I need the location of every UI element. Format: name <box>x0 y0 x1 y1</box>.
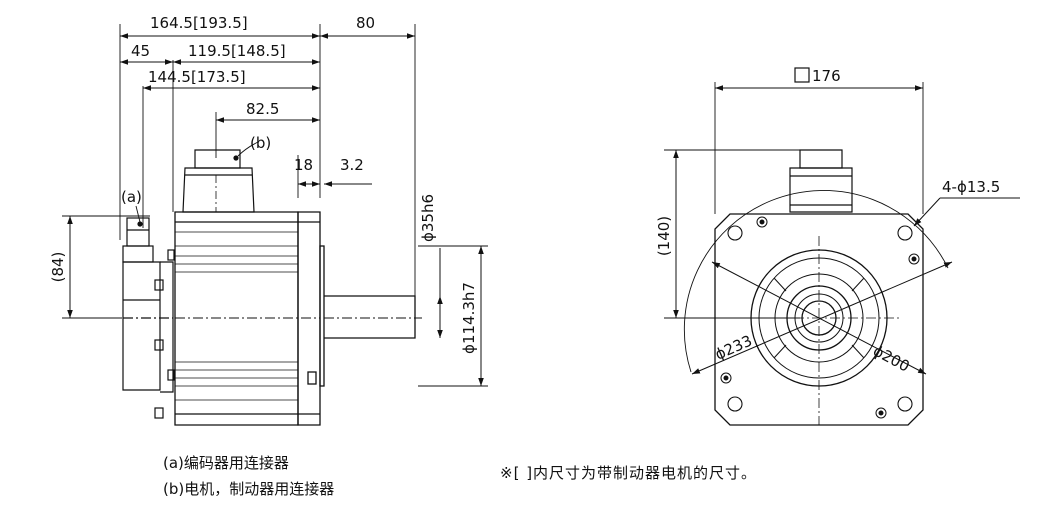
flange <box>297 211 325 426</box>
label-mounting-holes: 4-ϕ13.5 <box>942 178 1000 196</box>
front-connector <box>789 149 853 213</box>
callout-leader-a <box>135 205 141 223</box>
side-view <box>62 24 488 426</box>
label-flange-to-rear: 144.5[173.5] <box>148 68 246 86</box>
front-view <box>664 82 1020 426</box>
mounting-holes <box>727 225 913 412</box>
label-brake-connector-pos: 82.5 <box>246 100 279 118</box>
arc-outer-dia <box>683 190 949 373</box>
brake-connector <box>182 149 255 213</box>
legend-brake-connector: (b)电机，制动器用连接器 <box>163 480 335 498</box>
encoder-cover <box>122 249 175 419</box>
square-symbol <box>794 67 810 83</box>
front-view-labels: 176 (140) 4-ϕ13.5 ϕ200 ϕ233 <box>655 67 1000 376</box>
leader-mounting-holes <box>913 197 941 227</box>
label-outer-dia: ϕ233 <box>712 332 755 364</box>
label-callout-a: (a) <box>121 188 142 206</box>
legend-encoder-connector: (a)编码器用连接器 <box>163 454 289 472</box>
footnote: ※[ ]内尺寸为带制动器电机的尺寸。 <box>500 464 758 482</box>
motor-body <box>174 211 320 426</box>
shaft <box>324 295 422 339</box>
label-callout-b: (b) <box>250 134 271 152</box>
label-square: 176 <box>812 67 841 85</box>
label-encoder-offset: 45 <box>131 42 150 60</box>
label-shaft-dia: ϕ35h6 <box>419 194 437 242</box>
dim-outer-dia <box>691 261 953 375</box>
label-total-length: 164.5[193.5] <box>150 14 248 32</box>
encoder-connector <box>122 217 154 263</box>
label-connector-height: (140) <box>655 216 673 256</box>
dimension-lines <box>67 33 484 386</box>
label-pcd: ϕ200 <box>870 342 912 376</box>
label-encoder-height: (84) <box>49 252 67 283</box>
label-flange-thickness: 18 <box>294 156 313 174</box>
side-view-labels: 164.5[193.5] 80 45 119.5[148.5] 144.5[17… <box>49 14 478 354</box>
label-spigot-depth: 3.2 <box>340 156 364 174</box>
label-shaft-length: 80 <box>356 14 375 32</box>
label-body-length: 119.5[148.5] <box>188 42 286 60</box>
callout-leader-b <box>237 141 259 157</box>
label-spigot-dia: ϕ114.3h7 <box>460 282 478 354</box>
